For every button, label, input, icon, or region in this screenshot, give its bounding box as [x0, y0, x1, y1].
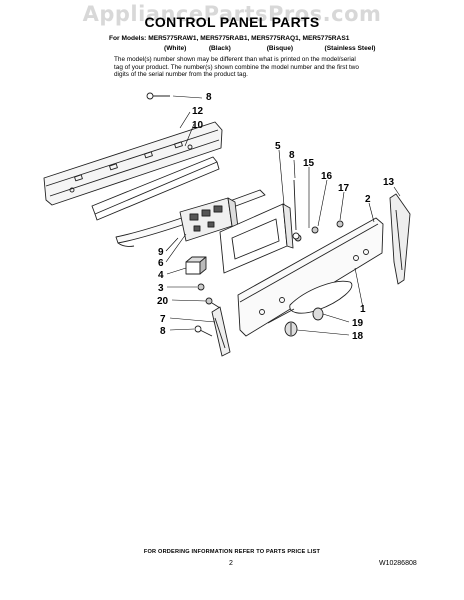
- exploded-parts-diagram: 8 12 10 5 8 15 16 17 2 13 9 6 4 3 20 1 7…: [43, 92, 411, 357]
- fastener-17-part: [336, 220, 344, 228]
- callout-end-bracket: 13: [383, 177, 395, 188]
- callout-side-bracket: 7: [160, 314, 166, 325]
- screw-lower-part: [194, 325, 213, 337]
- models-line: For Models: MER5775RAW1, MER5775RAB1, ME…: [109, 35, 350, 42]
- screw-top-part: [146, 92, 170, 100]
- callout-fastener-16: 16: [321, 171, 333, 182]
- page-number: 2: [229, 560, 233, 567]
- callout-screw-lower: 8: [160, 326, 166, 337]
- display-bezel-part: [219, 203, 294, 274]
- callout-rear-bracket: 12: [192, 106, 204, 117]
- color-white: (White): [164, 45, 187, 52]
- rail-part: [91, 156, 220, 221]
- callout-knob-18: 18: [352, 331, 364, 342]
- callout-trim-strip: 9: [158, 247, 164, 258]
- control-panel-part: [237, 217, 384, 337]
- watermark: AppliancePartsPros.com: [82, 2, 382, 26]
- callout-rail: 10: [192, 120, 204, 131]
- callout-nut: 3: [158, 283, 164, 294]
- callout-clip: 20: [157, 296, 169, 307]
- callout-fastener-17: 17: [338, 183, 350, 194]
- clip-part: [205, 297, 221, 309]
- color-bisque: (Bisque): [266, 45, 294, 52]
- fastener-16-part: [311, 226, 319, 234]
- knob-18-part: [284, 321, 298, 337]
- knob-19-part: [312, 307, 324, 321]
- callout-fastener-15: 15: [303, 158, 315, 169]
- callout-screw-top: 8: [206, 92, 212, 103]
- page-title: CONTROL PANEL PARTS: [144, 14, 320, 30]
- screw-middle-part: [292, 179, 300, 240]
- rear-bracket-part: [43, 121, 223, 206]
- document-number: W10286808: [379, 560, 417, 567]
- model-note: The model(s) number shown may be differe…: [114, 56, 359, 78]
- color-black: (Black): [208, 45, 231, 52]
- callout-control-board: 6: [158, 258, 164, 269]
- color-stainless: (Stainless Steel): [324, 45, 376, 52]
- end-bracket-right-part: [389, 193, 411, 285]
- model-colors: (White) (Black) (Bisque) (Stainless Stee…: [164, 45, 375, 52]
- callout-switch: 4: [158, 270, 164, 281]
- callout-display-bezel: 5: [275, 141, 281, 152]
- switch-part: [185, 256, 207, 275]
- callout-control-panel: 1: [360, 304, 366, 315]
- control-board-part: [179, 197, 239, 242]
- callout-knob-19: 19: [352, 318, 364, 329]
- side-bracket-left-part: [211, 306, 231, 357]
- nut-part: [197, 283, 205, 291]
- ordering-info: FOR ORDERING INFORMATION REFER TO PARTS …: [143, 549, 321, 555]
- callout-screw-middle: 8: [289, 150, 295, 161]
- callout-part-2: 2: [365, 194, 371, 205]
